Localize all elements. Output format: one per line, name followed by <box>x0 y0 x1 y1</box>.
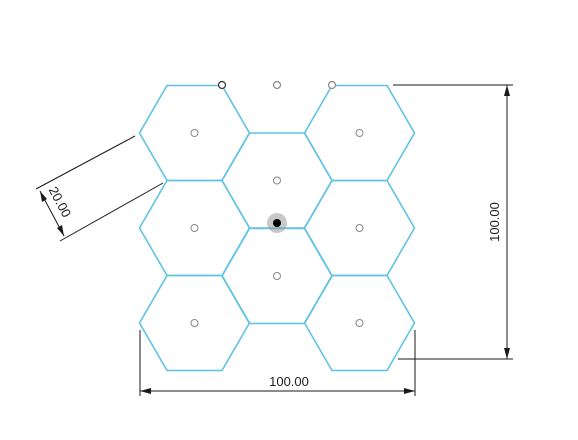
hexagon-center-point-bottom-right[interactable] <box>355 319 364 327</box>
size-arrow-upper <box>40 191 47 202</box>
hexagon-center-point-lower-center[interactable] <box>273 272 281 280</box>
hexagon-center-point-middle-right[interactable] <box>355 224 364 232</box>
hexagon-center-point-bottom-left[interactable] <box>190 319 199 327</box>
size-arrow-lower <box>57 225 64 236</box>
hexagon-grid <box>138 84 416 372</box>
top-point-left[interactable] <box>217 80 227 90</box>
sketch-points <box>217 80 337 90</box>
hexagon-center-point-upper-center[interactable] <box>273 176 281 185</box>
height-arrow-bottom <box>504 348 510 359</box>
height-dimension-label[interactable]: 100.00 <box>487 202 502 242</box>
dimension-layer: 100.00 100.00 20.00 <box>35 84 513 396</box>
hexagon-bottom-left[interactable] <box>138 274 251 372</box>
width-dimension-label[interactable]: 100.00 <box>269 374 309 389</box>
hexagon-center-point-top-left[interactable] <box>190 129 199 137</box>
size-dimension-label[interactable]: 20.00 <box>46 184 75 220</box>
height-arrow-top <box>504 85 510 96</box>
hexagon-center-point-top-right[interactable] <box>355 129 364 137</box>
hexagon-center-point-middle-left[interactable] <box>190 224 199 232</box>
top-point-center[interactable] <box>272 80 282 90</box>
width-arrow-right <box>404 388 415 394</box>
size-extension-upper <box>35 135 136 190</box>
hexagon-bottom-right[interactable] <box>303 274 416 372</box>
size-extension-lower <box>59 182 164 242</box>
sketch-origin[interactable] <box>267 213 287 233</box>
width-arrow-left <box>140 388 151 394</box>
top-point-right[interactable] <box>327 80 337 90</box>
origin-point[interactable] <box>273 219 281 227</box>
